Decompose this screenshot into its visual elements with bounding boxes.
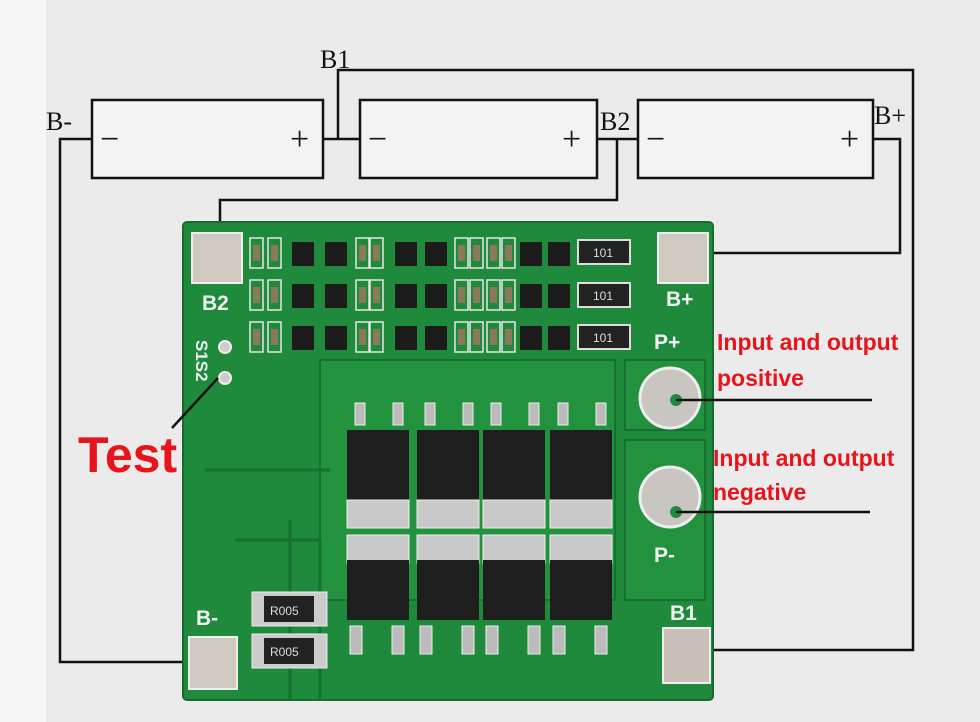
pad-bminus xyxy=(188,636,238,690)
smd-ic xyxy=(520,284,542,308)
plus-sign: + xyxy=(840,121,859,158)
mosfet xyxy=(347,430,409,500)
wires xyxy=(58,68,915,664)
smd-ic xyxy=(395,326,417,350)
background-strip xyxy=(0,0,46,722)
annotation-lines xyxy=(171,377,872,514)
minus-sign: − xyxy=(646,121,665,158)
label-bplus: B+ xyxy=(874,101,906,130)
smd-ic xyxy=(325,326,347,350)
svg-text:R005: R005 xyxy=(270,604,299,618)
svg-text:101: 101 xyxy=(593,246,613,260)
smd-ic xyxy=(395,284,417,308)
pad-bplus xyxy=(657,232,709,284)
mosfet xyxy=(417,560,479,620)
pcb-board: S1S2 101 101 101 R005 R005 B2 B+ P+ P- B… xyxy=(182,221,714,701)
mosfet xyxy=(550,560,612,620)
smd-ic xyxy=(395,242,417,266)
wire-bplus xyxy=(705,137,902,255)
silk-bminus: B- xyxy=(196,607,218,630)
mosfet xyxy=(347,560,409,620)
smd-ic xyxy=(292,242,314,266)
mosfet-array xyxy=(346,402,613,655)
silk-pplus: P+ xyxy=(654,331,680,354)
smd-ic xyxy=(520,242,542,266)
resistor-101-group: 101 101 101 xyxy=(577,239,631,350)
pminus-terminal xyxy=(638,465,702,529)
smd-ic xyxy=(548,326,570,350)
smd-components xyxy=(249,237,570,353)
smd-ic xyxy=(425,284,447,308)
pad-b1 xyxy=(662,627,711,684)
pplus-terminal xyxy=(638,366,702,430)
silk-b2: B2 xyxy=(202,292,229,315)
label-negative-line1: Input and output xyxy=(713,445,895,471)
smd-ic xyxy=(292,284,314,308)
svg-text:101: 101 xyxy=(593,289,613,303)
silk-pminus: P- xyxy=(654,544,675,567)
label-bminus: B- xyxy=(46,107,72,136)
test-point-s2 xyxy=(218,371,232,385)
mosfet xyxy=(483,560,545,620)
mosfet xyxy=(483,430,545,500)
battery-2: − + xyxy=(358,98,599,180)
test-point-s1 xyxy=(218,340,232,354)
mosfet xyxy=(417,430,479,500)
smd-ic xyxy=(425,326,447,350)
silk-bplus: B+ xyxy=(666,288,693,311)
shunt-resistors: R005 R005 xyxy=(251,591,328,669)
label-negative-line2: negative xyxy=(713,479,806,505)
svg-text:101: 101 xyxy=(593,331,613,345)
mosfet xyxy=(550,430,612,500)
pad-b2 xyxy=(191,232,243,284)
label-b2: B2 xyxy=(600,107,630,136)
label-positive-line2: positive xyxy=(717,365,804,391)
smd-ic xyxy=(548,284,570,308)
smd-ic xyxy=(520,326,542,350)
battery-1: − + xyxy=(90,98,325,180)
label-b1: B1 xyxy=(320,45,350,74)
wire-b1 xyxy=(336,68,915,652)
minus-sign: − xyxy=(100,121,119,158)
svg-text:R005: R005 xyxy=(270,645,299,659)
label-positive-line1: Input and output xyxy=(717,329,899,355)
smd-ic xyxy=(325,284,347,308)
plus-sign: + xyxy=(562,121,581,158)
smd-ic xyxy=(325,242,347,266)
label-test: Test xyxy=(78,427,177,483)
smd-ic xyxy=(292,326,314,350)
smd-ic xyxy=(548,242,570,266)
minus-sign: − xyxy=(368,121,387,158)
silk-b1: B1 xyxy=(670,602,697,625)
plus-sign: + xyxy=(290,121,309,158)
silk-s1s2: S1S2 xyxy=(192,340,211,382)
battery-3: − + xyxy=(636,98,875,180)
wire-bminus xyxy=(58,137,212,664)
smd-ic xyxy=(425,242,447,266)
